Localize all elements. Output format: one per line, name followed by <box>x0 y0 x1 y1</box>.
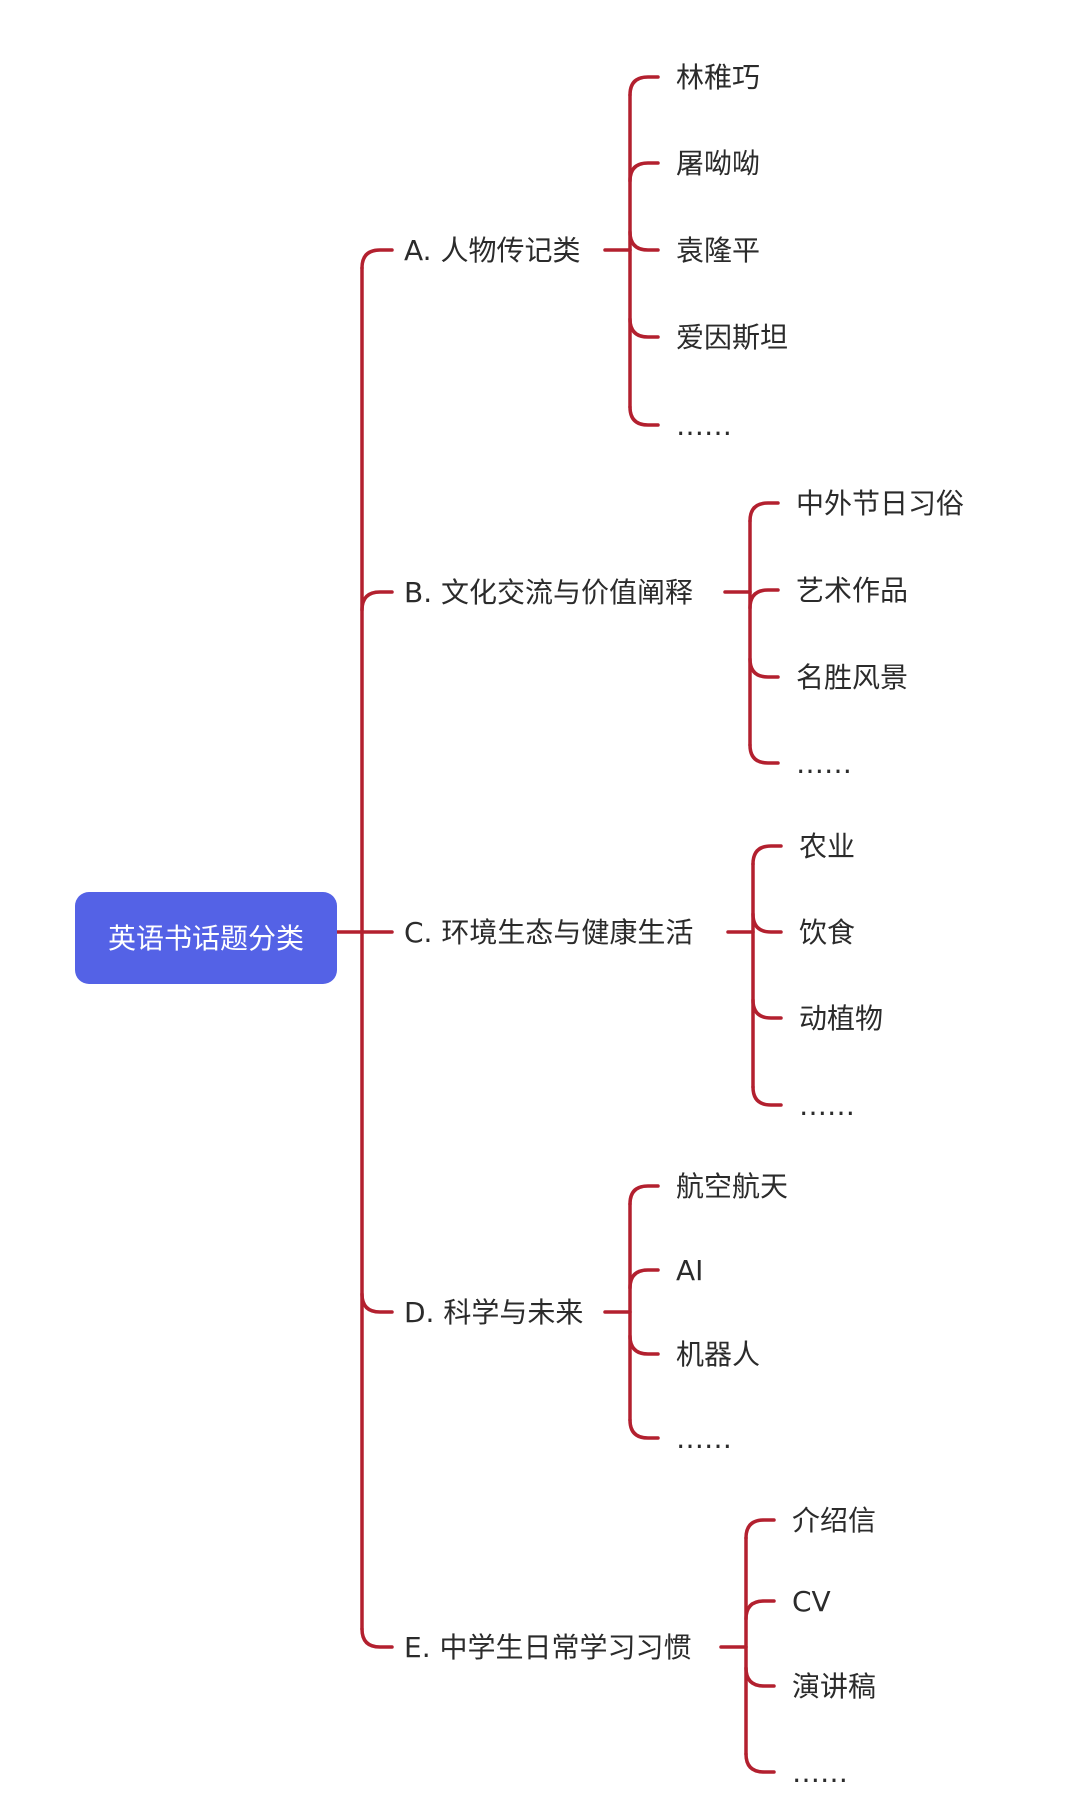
leaf-branch-3-2 <box>628 1334 660 1356</box>
branch-3 <box>360 1292 394 1314</box>
leaf-branch-3-1 <box>628 1268 660 1290</box>
branch-4 <box>360 1627 394 1649</box>
leaf-branch-0-0 <box>628 75 660 97</box>
leaf-label[interactable]: CV <box>792 1585 831 1618</box>
leaf-branch-1-0 <box>748 501 780 523</box>
leaf-branch-4-0 <box>744 1518 776 1540</box>
leaf-label[interactable]: …… <box>796 747 852 780</box>
leaf-label[interactable]: 艺术作品 <box>796 574 908 607</box>
leaf-label[interactable]: …… <box>676 409 732 442</box>
leaf-branch-0-2 <box>628 230 660 252</box>
category-label[interactable]: B. 文化交流与价值阐释 <box>404 576 693 609</box>
category-label[interactable]: A. 人物传记类 <box>404 234 580 267</box>
leaf-label[interactable]: AI <box>676 1254 703 1287</box>
leaf-branch-2-1 <box>751 912 783 934</box>
leaf-label[interactable]: 屠呦呦 <box>676 147 760 180</box>
leaf-branch-0-3 <box>628 317 660 339</box>
branch-0 <box>360 248 394 270</box>
leaf-branch-3-3 <box>628 1418 660 1440</box>
leaf-branch-4-3 <box>744 1752 776 1774</box>
category-nodes: A. 人物传记类 B. 文化交流与价值阐释 C. 环境生态与健康生活 D. 科学与未来… <box>404 234 693 1664</box>
category-label[interactable]: E. 中学生日常学习习惯 <box>404 1631 692 1664</box>
leaf-label[interactable]: 农业 <box>799 830 855 863</box>
leaf-branch-1-1 <box>748 588 780 610</box>
connector-lines <box>335 75 783 1774</box>
leaf-branch-1-2 <box>748 657 780 679</box>
leaf-label[interactable]: …… <box>676 1422 732 1455</box>
category-label[interactable]: D. 科学与未来 <box>404 1296 583 1329</box>
leaf-label[interactable]: 饮食 <box>799 916 855 949</box>
leaf-branch-0-4 <box>628 405 660 427</box>
leaf-label[interactable]: …… <box>799 1089 855 1122</box>
leaf-label[interactable]: 中外节日习俗 <box>796 487 964 520</box>
leaf-label[interactable]: 航空航天 <box>676 1170 788 1203</box>
root-node[interactable]: 英语书话题分类 <box>75 892 337 984</box>
leaf-label[interactable]: 袁隆平 <box>676 234 760 267</box>
leaf-branch-1-3 <box>748 743 780 765</box>
leaf-branch-4-2 <box>744 1666 776 1688</box>
leaf-branch-3-0 <box>628 1184 660 1206</box>
leaf-label[interactable]: 名胜风景 <box>796 661 908 694</box>
branch-1 <box>360 590 394 612</box>
leaf-label[interactable]: 演讲稿 <box>792 1670 876 1703</box>
root-node-label: 英语书话题分类 <box>108 922 304 955</box>
leaf-branch-2-2 <box>751 998 783 1020</box>
leaf-branch-4-1 <box>744 1599 776 1621</box>
leaf-label[interactable]: 爱因斯坦 <box>676 321 788 354</box>
leaf-branch-0-1 <box>628 161 660 183</box>
leaf-label[interactable]: …… <box>792 1756 848 1789</box>
leaf-branch-2-0 <box>751 844 783 866</box>
leaf-branch-2-3 <box>751 1085 783 1107</box>
leaf-label[interactable]: 林稚巧 <box>676 61 760 94</box>
category-label[interactable]: C. 环境生态与健康生活 <box>404 916 693 949</box>
leaf-label[interactable]: 动植物 <box>799 1002 883 1035</box>
root-node-box <box>75 892 337 984</box>
leaf-label[interactable]: 介绍信 <box>792 1504 876 1537</box>
leaf-label[interactable]: 机器人 <box>676 1338 760 1371</box>
